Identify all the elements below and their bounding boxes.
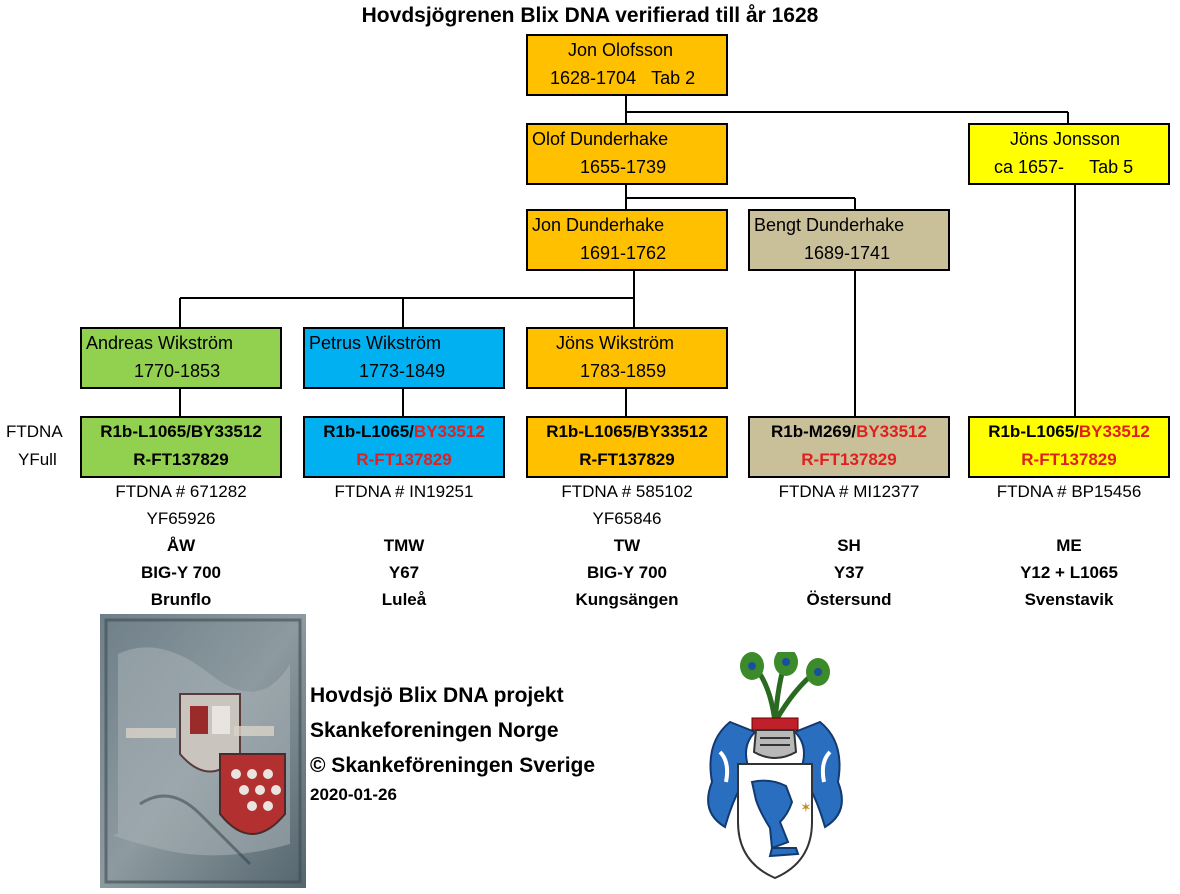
person-jons-jonsson: Jöns Jonsson ca 1657- Tab 5 bbox=[968, 123, 1170, 185]
tester-place: Luleå bbox=[381, 590, 427, 609]
credit-norway: Skankeforeningen Norge bbox=[310, 719, 559, 742]
person-name: Olof Dunderhake bbox=[532, 129, 669, 149]
person-years: 1783-1859 bbox=[580, 361, 667, 381]
haplogroup-box-me: R1b-L1065/BY33512 R-FT137829 bbox=[968, 416, 1170, 478]
test-type: Y12 + L1065 bbox=[1020, 563, 1118, 582]
person-jon-olofsson: Jon Olofsson 1628-1704 Tab 2 bbox=[526, 34, 728, 96]
person-petrus-wikstrom: Petrus Wikström 1773-1849 bbox=[303, 327, 505, 389]
coat-of-arms-icon: ✶ bbox=[700, 648, 850, 884]
haplogroup-box-tw: R1b-L1065/BY33512 R-FT137829 bbox=[526, 416, 728, 478]
person-years: 1628-1704 Tab 2 bbox=[528, 64, 726, 92]
person-years: 1689-1741 bbox=[804, 243, 891, 263]
tab-reference: Tab 5 bbox=[1089, 157, 1134, 177]
person-name: Jon Dunderhake bbox=[532, 215, 665, 235]
ftdna-haplogroup: R1b-M269/BY33512 bbox=[750, 418, 948, 446]
haplogroup-suffix: BY33512 bbox=[636, 422, 708, 441]
credits-block: Hovdsjö Blix DNA projekt Skankeforeninge… bbox=[310, 678, 595, 807]
yfull-id: YF65926 bbox=[146, 509, 216, 528]
person-name: Jon Olofsson bbox=[568, 40, 674, 60]
haplogroup-box-sh: R1b-M269/BY33512 R-FT137829 bbox=[748, 416, 950, 478]
haplogroup-prefix: R1b-L1065/ bbox=[988, 422, 1079, 441]
ftdna-kit-number: FTDNA # IN19251 bbox=[334, 482, 474, 501]
tester-info-aw: FTDNA # 671282 YF65926 ÅW BIG-Y 700 Brun… bbox=[71, 478, 291, 613]
credit-project: Hovdsjö Blix DNA projekt bbox=[310, 684, 564, 707]
tester-initials: SH bbox=[837, 536, 861, 555]
tester-info-tmw: FTDNA # IN19251 TMW Y67 Luleå bbox=[294, 478, 514, 613]
ftdna-haplogroup: R1b-L1065/BY33512 bbox=[82, 418, 280, 446]
yfull-id bbox=[959, 505, 1179, 532]
haplogroup-suffix: BY33512 bbox=[190, 422, 262, 441]
tester-initials: TMW bbox=[383, 536, 425, 555]
ftdna-haplogroup: R1b-L1065/BY33512 bbox=[970, 418, 1168, 446]
tester-place: Brunflo bbox=[150, 590, 212, 609]
years-text: 1628-1704 bbox=[550, 68, 637, 88]
test-type: Y37 bbox=[833, 563, 865, 582]
ftdna-kit-number: FTDNA # 585102 bbox=[561, 482, 693, 501]
tester-place: Östersund bbox=[806, 590, 892, 609]
person-olof-dunderhake: Olof Dunderhake 1655-1739 bbox=[526, 123, 728, 185]
person-jons-wikstrom: Jöns Wikström 1783-1859 bbox=[526, 327, 728, 389]
yfull-haplogroup: R-FT137829 bbox=[133, 450, 229, 469]
person-bengt-dunderhake: Bengt Dunderhake 1689-1741 bbox=[748, 209, 950, 271]
person-name: Jöns Jonsson bbox=[1010, 129, 1121, 149]
ftdna-kit-number: FTDNA # 671282 bbox=[115, 482, 247, 501]
ftdna-kit-number: FTDNA # MI12377 bbox=[778, 482, 920, 501]
haplogroup-prefix: R1b-L1065/ bbox=[546, 422, 637, 441]
person-name: Jöns Wikström bbox=[556, 333, 675, 353]
tester-initials: TW bbox=[613, 536, 641, 555]
years-text: ca 1657- bbox=[994, 157, 1065, 177]
tester-info-me: FTDNA # BP15456 ME Y12 + L1065 Svenstavi… bbox=[959, 478, 1179, 613]
tester-info-tw: FTDNA # 585102 YF65846 TW BIG-Y 700 Kung… bbox=[517, 478, 737, 613]
person-name: Bengt Dunderhake bbox=[754, 215, 905, 235]
ftdna-kit-number: FTDNA # BP15456 bbox=[996, 482, 1142, 501]
haplogroup-box-tmw: R1b-L1065/BY33512 R-FT137829 bbox=[303, 416, 505, 478]
test-type: BIG-Y 700 bbox=[140, 563, 221, 582]
person-years: 1770-1853 bbox=[134, 361, 221, 381]
tester-initials: ÅW bbox=[166, 536, 196, 555]
test-type: Y67 bbox=[388, 563, 420, 582]
haplogroup-prefix: R1b-L1065/ bbox=[323, 422, 414, 441]
credit-sweden: © Skankeföreningen Sverige bbox=[310, 754, 596, 777]
haplogroup-suffix: BY33512 bbox=[1078, 422, 1150, 441]
svg-text:✶: ✶ bbox=[800, 800, 812, 816]
diagram-title: Hovdsjögrenen Blix DNA verifierad till å… bbox=[361, 4, 819, 27]
yfull-haplogroup: R-FT137829 bbox=[801, 450, 897, 469]
yfull-haplogroup: R-FT137829 bbox=[356, 450, 452, 469]
wall-painting-photo bbox=[100, 614, 306, 888]
tester-place: Kungsängen bbox=[575, 590, 679, 609]
person-name: Petrus Wikström bbox=[309, 333, 442, 353]
yfull-id bbox=[739, 505, 959, 532]
yfull-haplogroup: R-FT137829 bbox=[1021, 450, 1117, 469]
haplogroup-box-aw: R1b-L1065/BY33512 R-FT137829 bbox=[80, 416, 282, 478]
person-jon-dunderhake: Jon Dunderhake 1691-1762 bbox=[526, 209, 728, 271]
credit-date: 2020-01-26 bbox=[310, 785, 397, 804]
person-andreas-wikstrom: Andreas Wikström 1770-1853 bbox=[80, 327, 282, 389]
ftdna-haplogroup: R1b-L1065/BY33512 bbox=[528, 418, 726, 446]
tester-place: Svenstavik bbox=[1024, 590, 1114, 609]
tab-reference: Tab 2 bbox=[651, 68, 696, 88]
haplogroup-suffix: BY33512 bbox=[856, 422, 927, 441]
person-years: 1655-1739 bbox=[580, 157, 667, 177]
test-type: BIG-Y 700 bbox=[586, 563, 667, 582]
yfull-id bbox=[294, 505, 514, 532]
ftdna-haplogroup: R1b-L1065/BY33512 bbox=[305, 418, 503, 446]
row-label-yfull: YFull bbox=[18, 450, 57, 469]
haplogroup-prefix: R1b-M269/ bbox=[771, 422, 857, 441]
yfull-haplogroup: R-FT137829 bbox=[579, 450, 675, 469]
row-label-ftdna: FTDNA bbox=[6, 422, 63, 441]
person-years: 1773-1849 bbox=[359, 361, 446, 381]
haplogroup-suffix: BY33512 bbox=[413, 422, 485, 441]
person-years: 1691-1762 bbox=[580, 243, 667, 263]
haplogroup-prefix: R1b-L1065/ bbox=[100, 422, 191, 441]
person-years: ca 1657- Tab 5 bbox=[970, 153, 1168, 181]
tester-info-sh: FTDNA # MI12377 SH Y37 Östersund bbox=[739, 478, 959, 613]
yfull-id: YF65846 bbox=[592, 509, 662, 528]
person-name: Andreas Wikström bbox=[86, 333, 234, 353]
tester-initials: ME bbox=[1056, 536, 1082, 555]
